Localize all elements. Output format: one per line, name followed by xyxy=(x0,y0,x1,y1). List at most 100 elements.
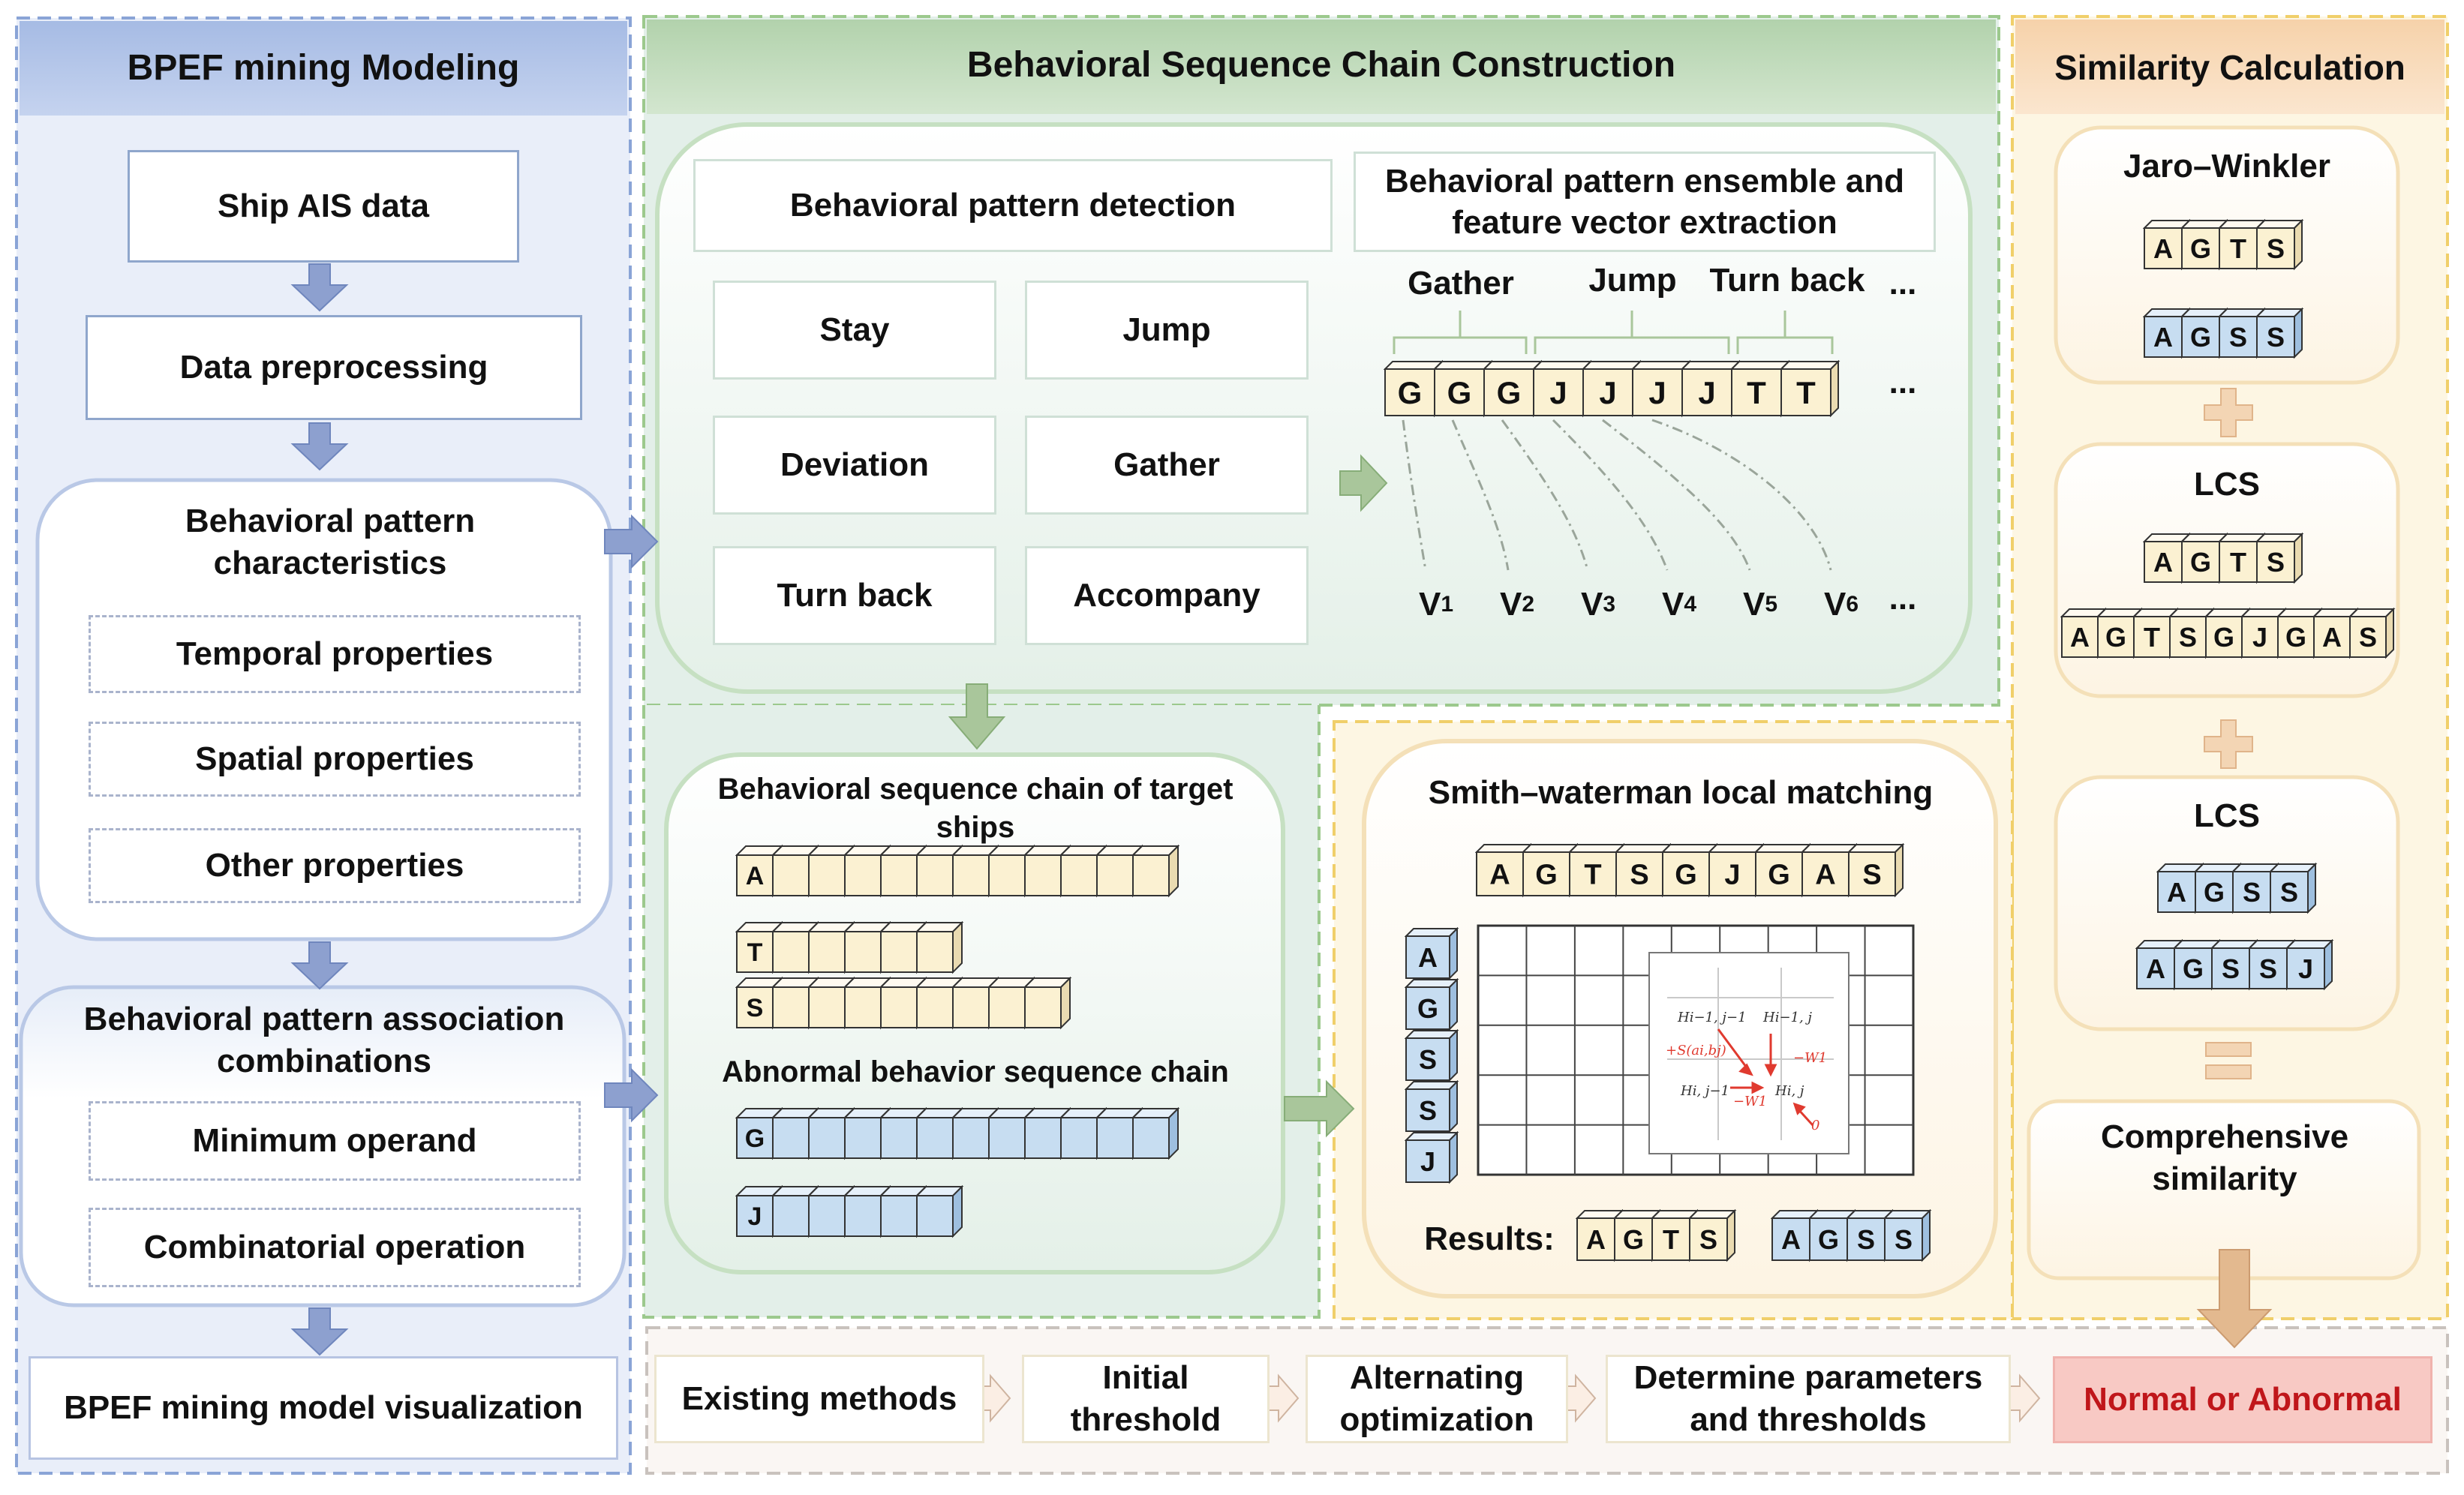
sw-top-cube-letter: A xyxy=(1489,860,1510,891)
group-label-gather: Gather xyxy=(1408,264,1514,302)
pattern-accompany: Accompany xyxy=(1025,546,1309,645)
step-initial-threshold: Initial threshold xyxy=(1022,1355,1270,1443)
inset-score: +S(ai,bj) xyxy=(1666,1043,1726,1058)
lcs2-b-cube-letter: S xyxy=(2259,953,2277,984)
lcs1-a-cube-letter: T xyxy=(2230,547,2246,578)
sw-side-cubes: S xyxy=(1404,1028,1459,1082)
step-existing-methods: Existing methods xyxy=(654,1355,984,1443)
down-arrow-green xyxy=(948,683,1006,750)
lcs2-b-cube-letter: A xyxy=(2146,953,2165,984)
green-arrows xyxy=(948,454,1388,1138)
down-arrow-4 xyxy=(290,1307,349,1356)
down-arrow-2 xyxy=(290,422,349,471)
lcs1-b-cube-letter: G xyxy=(2105,622,2126,653)
jw-b-cube: S xyxy=(2217,307,2267,359)
pattern-cube-letter: T xyxy=(1747,375,1766,410)
sw-top-cube: S xyxy=(1846,842,1905,898)
pattern-cube-letter: J xyxy=(1549,375,1567,410)
pattern-cube-letter: J xyxy=(1698,375,1715,410)
spatial-box: Spatial properties xyxy=(89,722,581,797)
lcs2-title: LCS xyxy=(2194,797,2260,834)
chain-cubes: S xyxy=(735,976,1072,1030)
sw-side-cubes: G xyxy=(1404,977,1459,1031)
sw-top-cube-letter: G xyxy=(1675,860,1697,891)
chain-cube-letter: G xyxy=(745,1124,765,1153)
step-normal-or-abnormal: Normal or Abnormal xyxy=(2053,1356,2432,1443)
inset-h-cell: Hi, j xyxy=(1775,1083,1804,1099)
result-2-cube-letter: A xyxy=(1781,1224,1801,1255)
sw-side-cube-letter: G xyxy=(1417,993,1438,1024)
lcs2-b-cube: S xyxy=(2247,938,2297,991)
inset-h-up: Hi−1, j xyxy=(1763,1010,1813,1025)
right-arrow-2 xyxy=(604,1067,659,1123)
result-1-cube-letter: G xyxy=(1623,1224,1644,1255)
lcs1-b-cube-letter: S xyxy=(2359,622,2377,653)
results-label: Results: xyxy=(1424,1220,1555,1257)
lcs1-b-cube-letter: G xyxy=(2285,622,2306,653)
lcs1-a-cube-letter: A xyxy=(2153,547,2173,578)
abnormal-chain-title: Abnormal behavior sequence chain xyxy=(722,1055,1229,1089)
sw-top-cube-letter: S xyxy=(1630,860,1648,891)
pattern-cube-letter: J xyxy=(1648,375,1666,410)
sw-side-item: G xyxy=(1404,977,1460,1036)
pattern-cube-letter: G xyxy=(1398,375,1423,410)
result-1-cube-letter: A xyxy=(1586,1224,1606,1255)
sw-title: Smith–waterman local matching xyxy=(1428,773,1934,811)
sw-side-cube-letter: S xyxy=(1419,1095,1437,1126)
chain-cube xyxy=(771,844,820,898)
vector-links xyxy=(1402,419,1832,571)
equals-icon-bottom xyxy=(2205,1064,2252,1079)
lcs2-a-cube-letter: S xyxy=(2280,877,2298,908)
detection-box: Behavioral pattern detection xyxy=(693,159,1333,252)
inset-gap-left: −W1 xyxy=(1733,1094,1768,1109)
preprocessing-box: Data preprocessing xyxy=(86,315,582,420)
lcs1-b-cube-letter: A xyxy=(2070,622,2090,653)
jw-a-cube-letter: S xyxy=(2267,233,2285,264)
step-determine-parameters: Determine parameters and thresholds xyxy=(1606,1355,2011,1443)
right-arrow-green-1 xyxy=(1339,454,1388,512)
chain-cube-letter: J xyxy=(748,1202,762,1231)
chain-cube xyxy=(915,920,964,974)
sw-side-cube-letter: A xyxy=(1418,942,1438,973)
group-label-jump: Jump xyxy=(1588,261,1677,299)
chain-cubes: T xyxy=(735,920,964,974)
lcs2-a-cube-letter: G xyxy=(2204,877,2225,908)
down-arrow-1 xyxy=(290,263,349,312)
operator-symbols xyxy=(2204,388,2253,1079)
jw-a-cube: S xyxy=(2255,218,2304,271)
lcs2-b-cube: J xyxy=(2285,938,2334,991)
pattern-cube-letter: T xyxy=(1796,375,1816,410)
pattern-gather: Gather xyxy=(1025,416,1309,515)
sw-side-cube-letter: J xyxy=(1420,1146,1435,1177)
sw-matrix xyxy=(1477,924,1915,1176)
jw-b-cube-letter: S xyxy=(2229,322,2247,353)
pattern-cube-letter: G xyxy=(1447,375,1472,410)
left-header: BPEF mining Modeling xyxy=(127,48,520,89)
pattern-cube: J xyxy=(1531,359,1593,418)
chain-cube xyxy=(1023,976,1072,1030)
down-arrow-tan xyxy=(2196,1249,2273,1349)
lcs2-b-cube-letter: S xyxy=(2222,953,2240,984)
sw-side-item: A xyxy=(1404,926,1460,985)
lcs1-b-cube-letter: T xyxy=(2144,622,2160,653)
result-2-cube-letter: G xyxy=(1818,1224,1839,1255)
jw-title: Jaro–Winkler xyxy=(2123,147,2330,185)
sequence-chain: J xyxy=(735,1184,965,1243)
association-pill xyxy=(19,985,627,1307)
other-box: Other properties xyxy=(89,828,581,903)
right-header-bg xyxy=(2015,20,2444,114)
jw-b-cube-letter: A xyxy=(2153,322,2173,353)
chain-cubes: J xyxy=(735,1184,964,1238)
right-arrow-green-2 xyxy=(1284,1079,1355,1138)
right-header: Similarity Calculation xyxy=(2054,47,2405,87)
